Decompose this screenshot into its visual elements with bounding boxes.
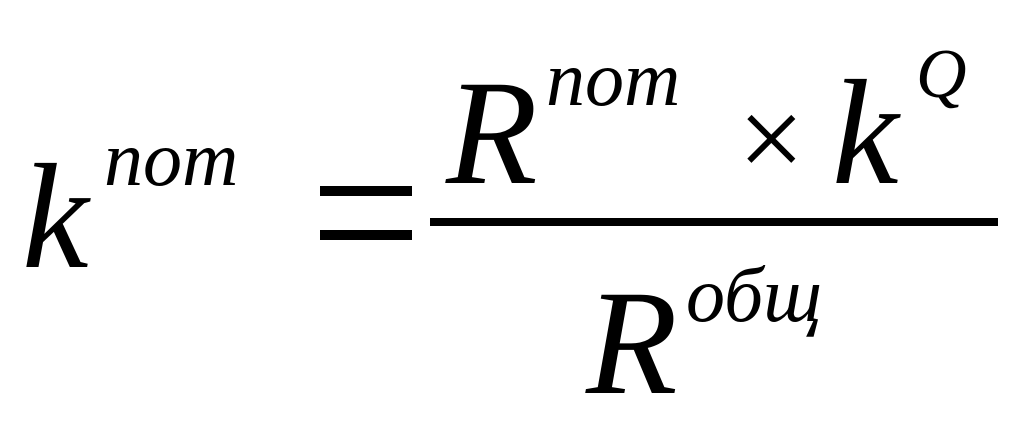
math-formula: k пот R пот × k Q R общ (22, 35, 1006, 419)
denominator-r-superscript: общ (686, 251, 823, 338)
numerator-r-base: R (446, 50, 538, 216)
equals-bar-bottom (320, 230, 412, 240)
denominator-r-base: R (586, 260, 678, 426)
fraction-bar (430, 218, 998, 226)
formula-lhs: k пот (22, 115, 282, 293)
equals-sign (320, 186, 412, 242)
numerator-k-superscript: Q (916, 36, 967, 113)
fraction-numerator: R пот × k Q (446, 35, 1006, 209)
numerator-r-superscript: пот (546, 35, 681, 122)
lhs-superscript: пот (104, 115, 239, 202)
multiply-sign: × (738, 73, 805, 204)
fraction-denominator: R общ (586, 251, 886, 419)
equals-bar-top (320, 186, 412, 196)
lhs-base: k (22, 134, 89, 300)
numerator-k-base: k (832, 50, 899, 216)
